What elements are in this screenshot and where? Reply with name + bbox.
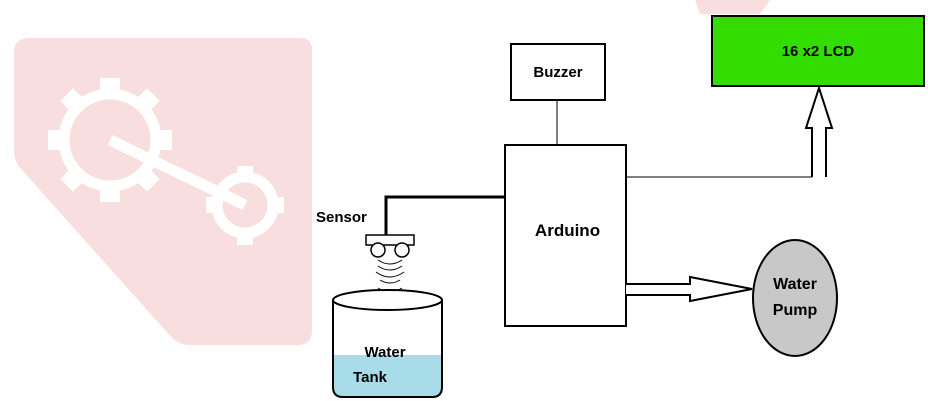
buzzer-label: Buzzer	[533, 63, 583, 81]
lcd-label: 16 x2 LCD	[781, 42, 855, 60]
water-tank-block	[332, 289, 443, 398]
sensor-label: Sensor	[316, 209, 367, 226]
ultrasonic-sensor-icon	[365, 234, 415, 258]
tank-label-line1: Water	[364, 343, 406, 361]
buzzer-block	[510, 43, 606, 101]
gear-logo-watermark-icon	[14, 0, 770, 345]
tank-label-line2: Tank	[353, 368, 387, 386]
lcd-arrow	[804, 84, 834, 177]
pump-label-line1: Water	[773, 276, 817, 293]
arduino-block	[504, 144, 627, 327]
pump-arrow	[626, 275, 753, 303]
lcd-block	[711, 15, 925, 87]
sensor-wire	[384, 195, 505, 240]
pump-label-line2: Pump	[772, 302, 818, 319]
arduino-label: Arduino	[534, 221, 601, 240]
water-pump-block	[752, 239, 838, 357]
